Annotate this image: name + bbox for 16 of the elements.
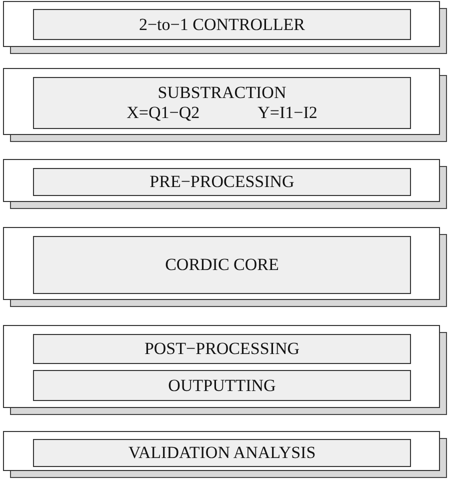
module-label: SUBSTRACTION [158, 83, 286, 103]
module-label: POST−PROCESSING [144, 339, 300, 359]
formula-label: Y=I1−I2 [258, 103, 318, 123]
module-box [33, 370, 411, 401]
module-box [33, 77, 411, 129]
module-box [33, 236, 411, 294]
module-box [33, 439, 411, 467]
module-box [33, 168, 411, 196]
module-label: 2−to−1 CONTROLLER [138, 14, 306, 34]
formula-label: X=Q1−Q2 [126, 103, 200, 123]
module-box [33, 334, 411, 364]
module-label: CORDIC CORE [165, 255, 279, 275]
module-box [33, 9, 411, 40]
module-label: OUTPUTTING [168, 376, 276, 396]
module-label: PRE−PROCESSING [150, 172, 294, 192]
module-label: VALIDATION ANALYSIS [128, 443, 316, 463]
